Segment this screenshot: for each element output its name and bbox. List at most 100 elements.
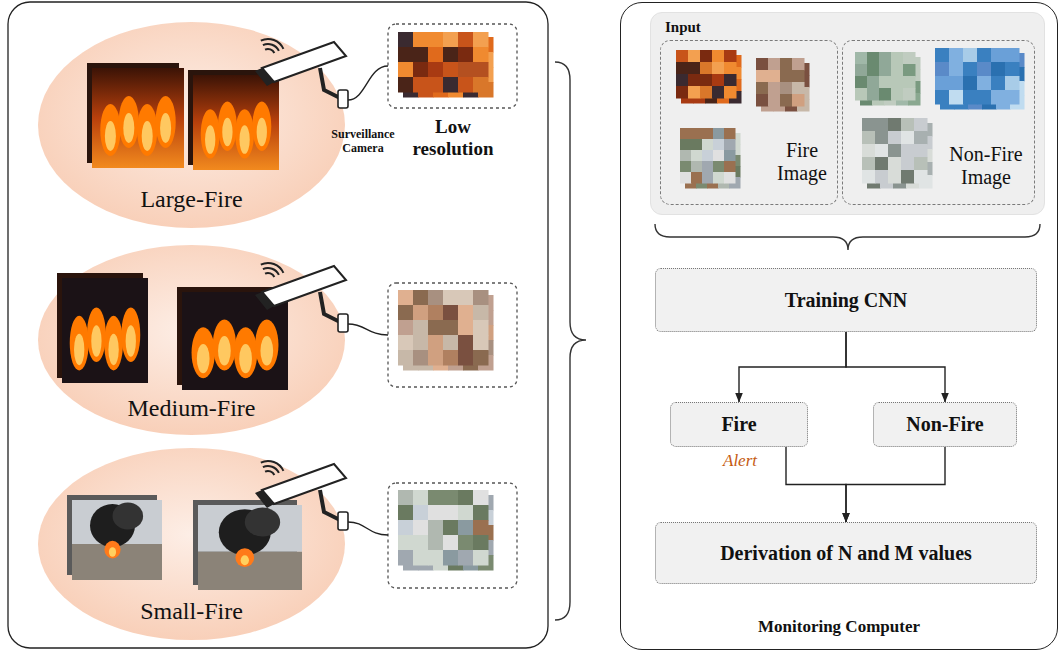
pixel-cell — [428, 550, 444, 566]
pixel-cell — [443, 77, 459, 93]
pixel-cell — [949, 62, 964, 77]
flame — [255, 319, 278, 370]
pixel-cell — [413, 305, 429, 321]
pixel-cell — [879, 88, 892, 101]
photo-scene — [92, 68, 184, 168]
pixel-cell — [473, 47, 489, 63]
pixel-cell — [756, 58, 769, 71]
pixel-cell — [991, 62, 1006, 77]
flame — [201, 109, 220, 158]
pixel-cell — [702, 128, 714, 140]
annotation-label: Low resolution — [398, 116, 508, 160]
flame — [192, 327, 215, 378]
pixel-cell — [458, 32, 474, 48]
pixel-cell — [991, 76, 1006, 91]
pixel-cell — [473, 535, 489, 551]
pixel-cell — [862, 118, 876, 132]
pixel-cell — [867, 52, 880, 65]
process-box: Derivation of N and M values — [655, 522, 1037, 584]
pixel-cell — [768, 70, 781, 83]
flame — [142, 121, 153, 151]
pixel-cell — [901, 157, 915, 171]
node-text: Non-Fire — [906, 413, 983, 436]
annotation-label: Alert — [723, 451, 757, 471]
flow-connector — [739, 332, 846, 402]
flame — [108, 334, 118, 366]
pixel-cell — [458, 490, 474, 506]
pixel-cell — [458, 520, 474, 536]
pixel-cell — [935, 48, 950, 63]
camera-lens — [255, 490, 274, 508]
pixel-cell — [991, 48, 1006, 63]
flame — [104, 316, 123, 371]
pixel-cell — [702, 161, 714, 173]
pixel-cell — [935, 76, 950, 91]
lowres-frame — [388, 283, 517, 387]
lowres-frame — [388, 483, 517, 588]
camera-mount — [320, 490, 340, 520]
pixel-cell — [768, 82, 781, 95]
flame — [218, 102, 237, 151]
result-box: Non-Fire — [873, 402, 1017, 447]
pixel-cell — [443, 520, 459, 536]
node-text: Monitoring Computer — [758, 617, 920, 637]
flame — [123, 113, 134, 143]
pixel-cell — [780, 94, 793, 107]
pixel-cell — [443, 62, 459, 78]
pixel-cell — [428, 77, 444, 93]
flame — [234, 327, 257, 378]
pixel-cell — [914, 118, 928, 132]
illustration-group — [38, 22, 388, 228]
pixel-cell — [680, 172, 692, 184]
input-group: InputFire ImageNon-Fire Image — [650, 12, 1045, 215]
flow-connector — [846, 447, 945, 522]
pixel-cell — [398, 490, 414, 506]
pixel-cell — [724, 161, 736, 173]
node-text: Training CNN — [785, 289, 907, 312]
smoke — [245, 508, 280, 537]
pixel-cell — [473, 550, 489, 566]
pixel-cell — [398, 47, 414, 63]
image-set-box: Non-Fire Image — [842, 40, 1035, 205]
camera-plug — [338, 512, 348, 530]
camera-body — [262, 266, 346, 306]
pixel-cell — [443, 350, 459, 366]
camera-lens — [255, 68, 274, 86]
pixel-cell — [473, 320, 489, 336]
pixel-cell — [879, 64, 892, 77]
pixel-cell — [724, 150, 736, 162]
pixel-cell — [473, 335, 489, 351]
pixel-cell — [413, 320, 429, 336]
pixel-cell — [768, 58, 781, 71]
camera-wire — [348, 66, 388, 100]
pixel-cell — [855, 64, 868, 77]
pixel-cell — [855, 52, 868, 65]
node-text: Input — [665, 19, 701, 36]
pixel-cell — [991, 90, 1006, 105]
wifi-arc — [261, 263, 284, 273]
flame — [137, 104, 157, 156]
flame — [74, 334, 84, 366]
pixel-cell — [413, 350, 429, 366]
pixel-cell — [458, 335, 474, 351]
pixel-cell — [713, 128, 725, 140]
wifi-arc — [265, 471, 274, 475]
pixel-cell — [473, 77, 489, 93]
pixel-cell — [398, 32, 414, 48]
pixel-cell — [413, 290, 429, 306]
camera-mount — [320, 68, 340, 98]
pixel-cell — [949, 76, 964, 91]
node-text: Fire — [721, 413, 756, 436]
fire-ellipse-shape — [38, 22, 345, 228]
pixel-cell — [443, 550, 459, 566]
pixel-cell — [443, 305, 459, 321]
monitoring-panel: Monitoring Computer InputFire ImageNon-Fi… — [620, 2, 1058, 650]
flame — [252, 102, 271, 151]
pixel-cell — [1005, 62, 1020, 77]
pixel-cell — [428, 305, 444, 321]
pixel-cell — [780, 70, 793, 83]
pixel-cell — [473, 520, 489, 536]
pixel-cell — [891, 88, 904, 101]
flame — [109, 547, 116, 557]
pixel-cell — [702, 172, 714, 184]
